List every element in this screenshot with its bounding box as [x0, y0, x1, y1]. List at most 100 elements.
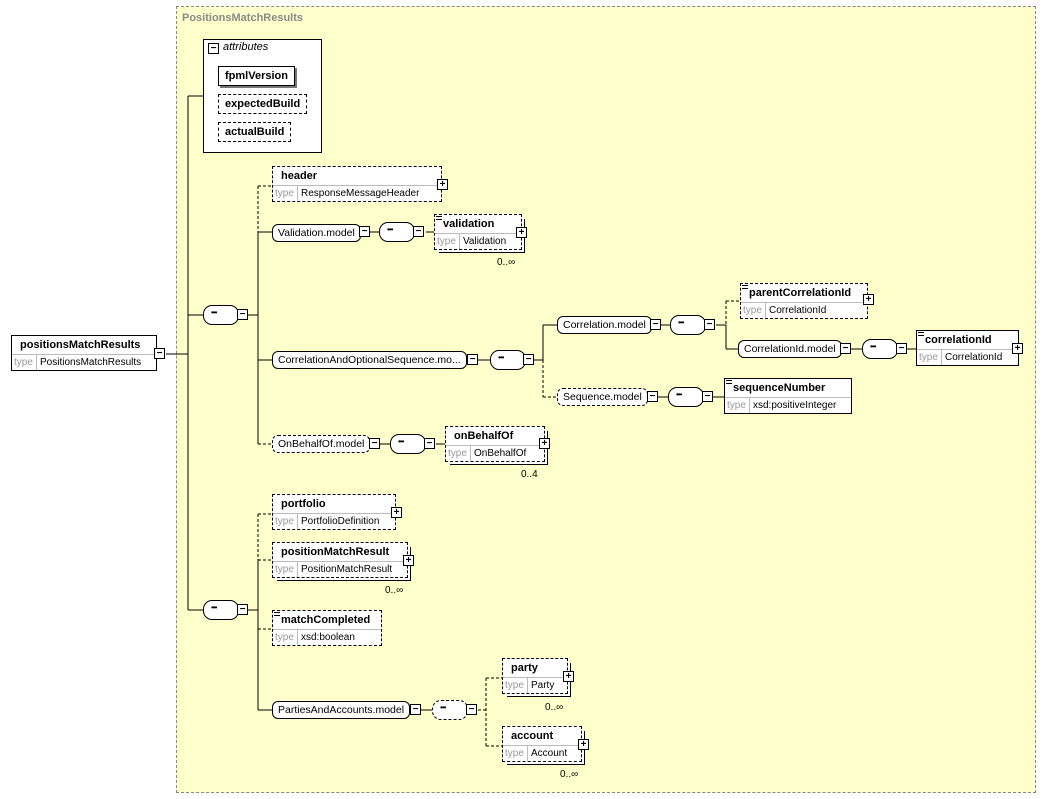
match-completed-name: matchCompleted: [281, 614, 371, 626]
parent-correlation-id-type-value: CorrelationId: [769, 305, 827, 316]
correlation-id-sequence-toggle[interactable]: −: [896, 343, 907, 354]
validation-doc-icon: [436, 216, 442, 220]
validation-model[interactable]: Validation.model: [272, 224, 361, 242]
sequence-model-toggle[interactable]: −: [647, 391, 658, 402]
validation-sequence-toggle[interactable]: −: [413, 226, 424, 237]
correlation-model-toggle[interactable]: −: [650, 319, 661, 330]
attributes-label: attributes: [223, 41, 269, 53]
type-label: type: [503, 678, 528, 693]
attributes-collapse-toggle[interactable]: −: [208, 43, 219, 54]
sequence-2-toggle[interactable]: −: [237, 604, 248, 615]
element-header-name: header: [281, 170, 318, 182]
parties-and-accounts-sequence-toggle[interactable]: −: [466, 704, 477, 715]
parties-and-accounts-model-toggle[interactable]: −: [410, 704, 421, 715]
corr-seq-sequence-toggle[interactable]: −: [523, 354, 534, 365]
type-label: type: [725, 398, 750, 413]
portfolio-expand-toggle[interactable]: +: [391, 507, 402, 518]
correlation-model[interactable]: Correlation.model: [557, 316, 652, 334]
parent-correlation-id-name: parentCorrelationId: [749, 287, 852, 299]
on-behalf-of-model-toggle[interactable]: −: [369, 438, 380, 449]
correlation-id-name: correlationId: [925, 334, 992, 346]
party-name: party: [511, 662, 538, 674]
parent-correlation-id-expand-toggle[interactable]: +: [863, 294, 874, 305]
corr-seq-model-toggle[interactable]: −: [467, 354, 478, 365]
sequence-compositor-1[interactable]: [203, 305, 239, 325]
attribute-actual-build[interactable]: actualBuild: [218, 122, 292, 142]
validation-sequence[interactable]: [379, 222, 415, 242]
header-expand-toggle[interactable]: +: [437, 179, 448, 190]
type-label: type: [273, 630, 298, 645]
parties-and-accounts-sequence[interactable]: [432, 700, 468, 720]
sequence-number-name: sequenceNumber: [733, 382, 826, 394]
corr-seq-sequence[interactable]: [490, 350, 526, 370]
correlation-sequence-toggle[interactable]: −: [704, 319, 715, 330]
root-type-value: PositionsMatchResults: [40, 357, 142, 368]
sequence-model-sequence[interactable]: [668, 387, 704, 407]
account-expand-toggle[interactable]: +: [578, 739, 589, 750]
sequence-1-dots: •••: [211, 308, 217, 317]
correlation-id-model[interactable]: CorrelationId.model: [738, 340, 842, 358]
attribute-fpml-version[interactable]: fpmlVersion: [218, 66, 295, 86]
correlation-sequence[interactable]: [670, 315, 706, 335]
sequence-number-doc-icon: [726, 380, 732, 384]
correlation-id-model-toggle[interactable]: −: [840, 343, 851, 354]
attribute-expected-build[interactable]: expectedBuild: [218, 94, 308, 114]
sequence-1-toggle[interactable]: −: [237, 309, 248, 320]
on-behalf-of-sequence-toggle[interactable]: −: [424, 438, 435, 449]
on-behalf-of-cardinality: 0..4: [521, 469, 538, 480]
validation-expand-toggle[interactable]: +: [516, 227, 527, 238]
type-label: type: [273, 186, 298, 201]
correlation-id-type-value: CorrelationId: [945, 352, 1003, 363]
match-completed-doc-icon: [274, 612, 280, 616]
sequence-model[interactable]: Sequence.model: [557, 388, 648, 406]
corr-seq-model[interactable]: CorrelationAndOptionalSequence.mo...: [272, 351, 467, 369]
on-behalf-of-sequence[interactable]: [390, 434, 426, 454]
parties-and-accounts-sequence-dots: •••: [440, 703, 446, 712]
correlation-id-expand-toggle[interactable]: +: [1012, 343, 1023, 354]
sequence-compositor-2[interactable]: [203, 600, 239, 620]
sequence-model-sequence-dots: •••: [676, 390, 682, 399]
position-match-result-expand-toggle[interactable]: +: [403, 555, 414, 566]
sequence-2-dots: •••: [211, 603, 217, 612]
root-collapse-toggle[interactable]: −: [154, 348, 165, 359]
parties-and-accounts-model[interactable]: PartiesAndAccounts.model: [272, 701, 411, 719]
correlation-id-doc-icon: [918, 332, 924, 336]
element-validation-name: validation: [443, 218, 495, 230]
sequence-number-type-value: xsd:positiveInteger: [753, 400, 837, 411]
on-behalf-of-expand-toggle[interactable]: +: [539, 438, 550, 449]
type-label: type: [435, 234, 460, 249]
sequence-model-sequence-toggle[interactable]: −: [702, 391, 713, 402]
position-match-result-type-value: PositionMatchResult: [301, 564, 393, 575]
party-expand-toggle[interactable]: +: [563, 671, 574, 682]
match-completed-type-value: xsd:boolean: [301, 632, 355, 643]
type-label: type: [917, 350, 942, 365]
on-behalf-of-name: onBehalfOf: [454, 430, 514, 442]
group-title: PositionsMatchResults: [182, 12, 304, 24]
on-behalf-of-model[interactable]: OnBehalfOf.model: [272, 435, 371, 453]
validation-model-toggle[interactable]: −: [359, 226, 370, 237]
correlation-id-sequence[interactable]: [862, 339, 898, 359]
